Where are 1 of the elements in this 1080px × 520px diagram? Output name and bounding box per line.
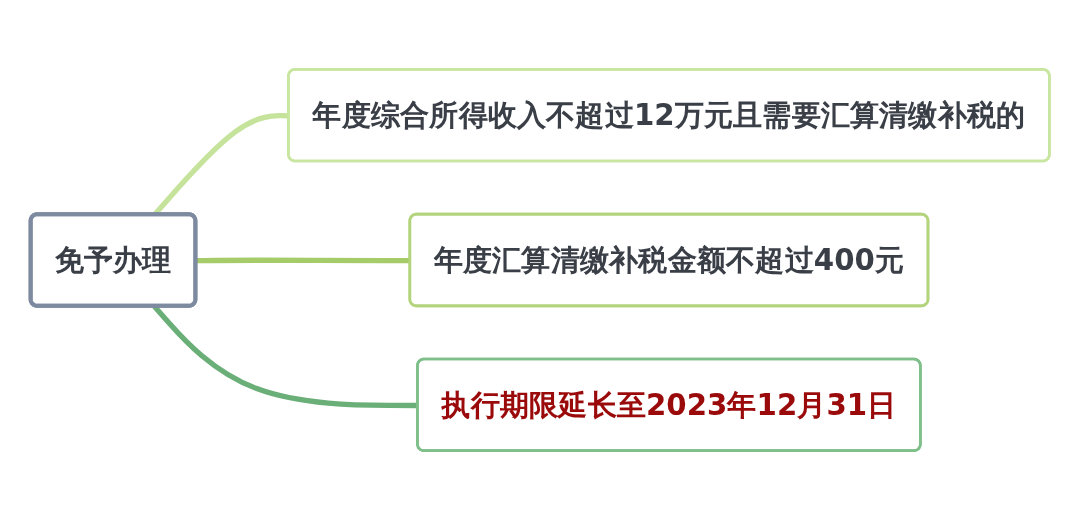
connector [196,257,411,264]
